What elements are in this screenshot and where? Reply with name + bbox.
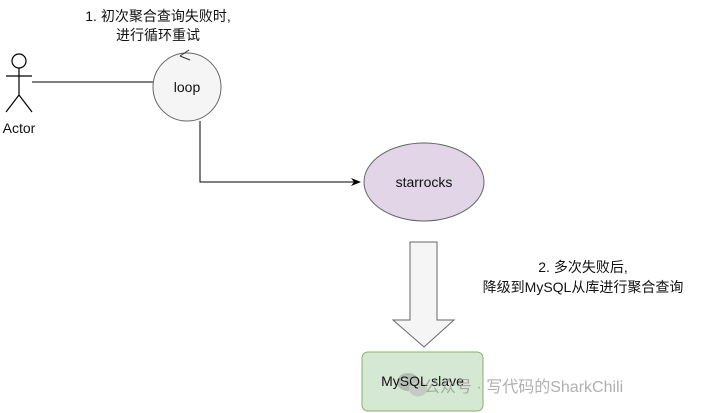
note-fallback-line1: 2. 多次失败后, xyxy=(538,259,628,275)
loop-node xyxy=(152,49,222,122)
note-retry-line2: 进行循环重试 xyxy=(116,27,200,43)
loop-label: loop xyxy=(173,79,201,95)
actor-head xyxy=(11,53,27,69)
mysql-rect xyxy=(361,351,484,412)
starrocks-label: starrocks xyxy=(395,174,453,190)
actor-leg-left xyxy=(5,94,20,113)
mysql-label: MySQL slave xyxy=(381,373,464,389)
actor-label: Actor xyxy=(2,120,36,136)
watermark-text: 公众号 · 写代码的SharkChili xyxy=(424,379,624,396)
actor-leg-right xyxy=(18,94,33,113)
loop-indicator-icon xyxy=(179,49,191,61)
loop-starrocks-arrow xyxy=(199,121,361,186)
loop-circle xyxy=(152,52,222,122)
note-fallback-line2: 降级到MySQL从库进行聚合查询 xyxy=(482,279,684,295)
fallback-block-arrow xyxy=(391,241,456,348)
starrocks-ellipse xyxy=(363,142,485,222)
actor-figure xyxy=(5,53,33,113)
watermark-logo-icon xyxy=(397,373,427,397)
note-retry-line1: 1. 初次聚合查询失败时, xyxy=(85,8,231,24)
